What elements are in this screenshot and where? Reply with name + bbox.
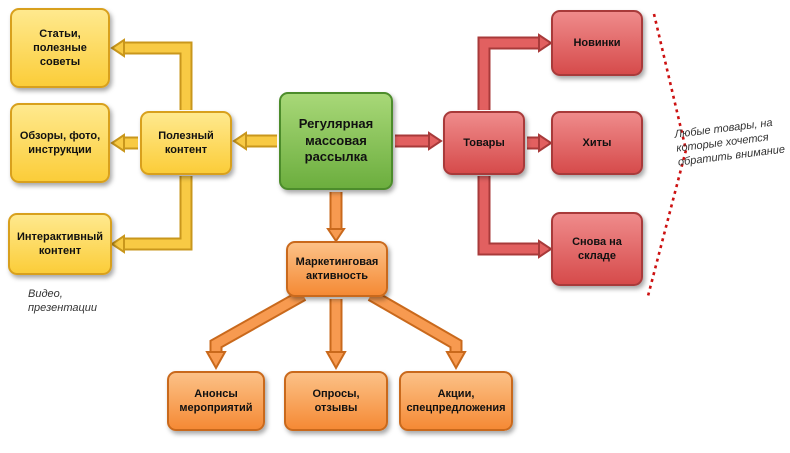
node-promotions-label: Акции, спецпредложения — [406, 387, 506, 414]
arrow-products-hub-to-hits — [527, 133, 553, 153]
node-marketing-hub: Маркетинговая активность — [286, 241, 388, 297]
node-surveys-label: Опросы, отзывы — [312, 387, 360, 414]
node-content-hub: Полезный контент — [140, 111, 232, 175]
node-new-items: Новинки — [551, 10, 643, 76]
node-reviews-label: Обзоры, фото, инструкции — [19, 129, 101, 156]
node-hits-label: Хиты — [582, 136, 612, 149]
node-promotions: Акции, спецпредложения — [399, 371, 513, 431]
node-products-hub-label: Товары — [463, 136, 505, 149]
node-center-mailing: Регулярная массовая рассылка — [279, 92, 393, 190]
arrow-center-to-marketing-hub — [326, 192, 346, 243]
arrow-center-to-content-hub — [232, 131, 277, 151]
node-articles: Статьи, полезные советы — [10, 8, 110, 88]
node-center-mailing-label: Регулярная массовая рассылка — [298, 115, 374, 165]
node-articles-label: Статьи, полезные советы — [33, 27, 87, 69]
arrow-marketing-to-promotions — [367, 289, 467, 371]
node-back-in-stock: Снова на складе — [551, 212, 643, 286]
arrow-marketing-to-announcements — [205, 289, 307, 371]
arrow-center-to-products-hub — [395, 131, 443, 151]
node-surveys: Опросы, отзывы — [284, 371, 388, 431]
note-video-presentations: Видео, презентации — [28, 288, 98, 314]
node-content-hub-label: Полезный контент — [158, 129, 214, 156]
node-interactive-content: Интерактивный контент — [8, 213, 112, 275]
arrow-products-hub-to-restock — [477, 176, 553, 259]
node-interactive-content-label: Интерактивный контент — [16, 230, 104, 257]
node-event-announcements-label: Анонсы мероприятий — [179, 387, 253, 414]
arrow-content-hub-to-interactive — [110, 176, 193, 254]
dotted-separator-line — [646, 13, 688, 297]
node-back-in-stock-label: Снова на складе — [572, 235, 622, 262]
arrow-content-hub-to-articles — [110, 38, 193, 110]
arrow-content-hub-to-reviews — [110, 133, 138, 153]
node-hits: Хиты — [551, 111, 643, 175]
arrow-marketing-to-surveys — [325, 299, 347, 371]
node-event-announcements: Анонсы мероприятий — [167, 371, 265, 431]
node-marketing-hub-label: Маркетинговая активность — [295, 255, 379, 282]
node-reviews: Обзоры, фото, инструкции — [10, 103, 110, 183]
node-products-hub: Товары — [443, 111, 525, 175]
node-new-items-label: Новинки — [573, 36, 621, 49]
arrow-products-hub-to-new — [477, 33, 553, 110]
